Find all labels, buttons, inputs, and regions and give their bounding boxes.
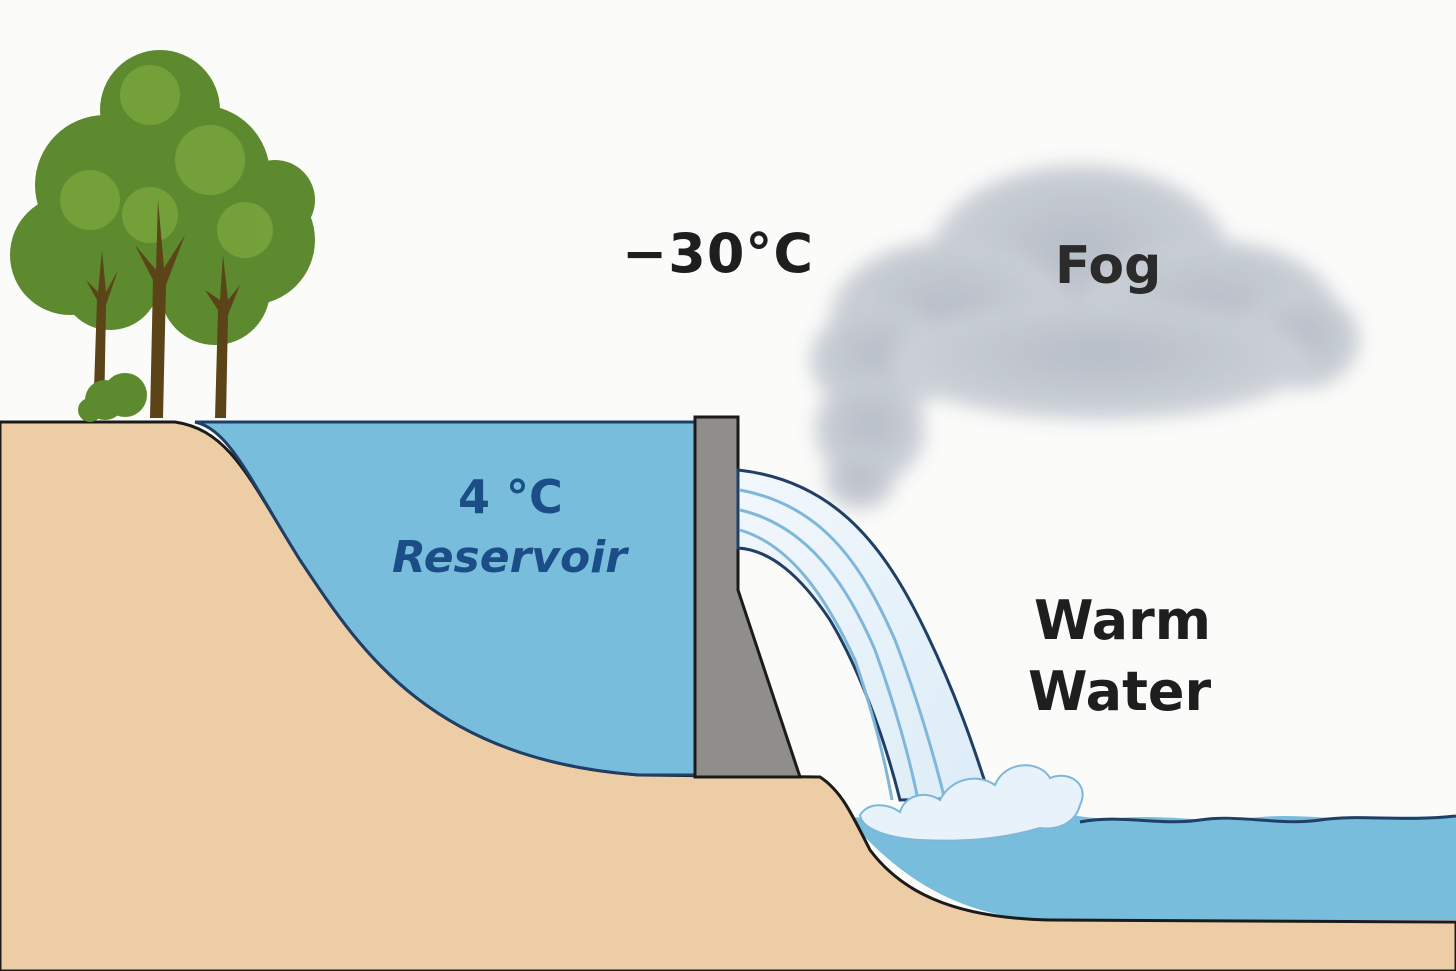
tree-canopy-highlight xyxy=(60,65,273,258)
warm-water-label-line1: Warm xyxy=(1034,589,1211,652)
waterfall-stream-line xyxy=(739,488,947,801)
fog-cloud xyxy=(810,165,1360,510)
warm-water-label-line2: Water xyxy=(1028,660,1212,723)
reservoir-temperature-label: 4 °C xyxy=(458,470,563,524)
bush xyxy=(78,373,147,422)
tree-trunk xyxy=(86,250,118,418)
waterfall-stream-line xyxy=(739,528,894,801)
reservoir-water xyxy=(194,420,697,777)
fog-label: Fog xyxy=(1055,236,1162,296)
dam xyxy=(693,415,803,779)
tree-trunk xyxy=(135,200,185,418)
tree-trunk xyxy=(205,255,240,418)
trees xyxy=(10,50,315,422)
reservoir-label: Reservoir xyxy=(392,532,627,583)
splash-foam xyxy=(858,764,1084,842)
river-surface-line xyxy=(1079,814,1456,824)
waterfall-stream-line xyxy=(739,508,920,801)
air-temperature-label: −30°C xyxy=(622,222,815,285)
